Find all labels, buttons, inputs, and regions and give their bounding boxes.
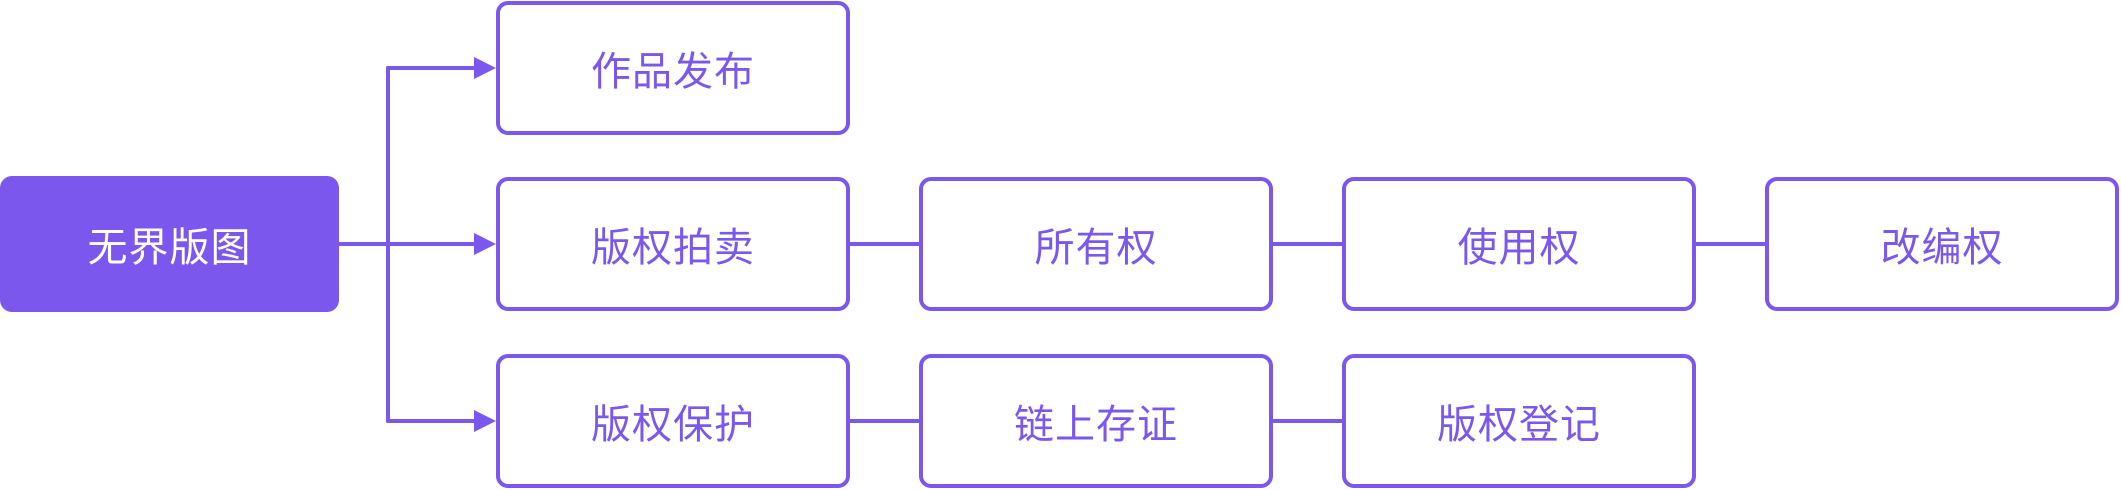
node-auction: 版权拍卖 — [496, 177, 850, 311]
node-onchain-evidence: 链上存证 — [919, 354, 1273, 488]
node-copyright-registration-label: 版权登记 — [1437, 402, 1601, 448]
arrowhead-auction — [474, 233, 496, 255]
node-ownership-label: 所有权 — [1034, 225, 1158, 271]
node-copyright-registration: 版权登记 — [1342, 354, 1696, 488]
node-publish: 作品发布 — [496, 1, 850, 135]
root-node: 无界版图 — [0, 176, 339, 312]
node-ownership: 所有权 — [919, 177, 1273, 311]
node-auction-label: 版权拍卖 — [591, 225, 755, 271]
node-protection-label: 版权保护 — [591, 402, 755, 448]
node-adaptation-right-label: 改编权 — [1880, 225, 2004, 271]
arrowhead-publish — [474, 57, 496, 79]
node-usage-right-label: 使用权 — [1457, 225, 1581, 271]
node-protection: 版权保护 — [496, 354, 850, 488]
node-usage-right: 使用权 — [1342, 177, 1696, 311]
root-node-label: 无界版图 — [87, 225, 252, 271]
node-publish-label: 作品发布 — [591, 49, 755, 95]
arrowhead-protection — [474, 410, 496, 432]
node-adaptation-right: 改编权 — [1765, 177, 2119, 311]
node-onchain-evidence-label: 链上存证 — [1014, 402, 1178, 448]
